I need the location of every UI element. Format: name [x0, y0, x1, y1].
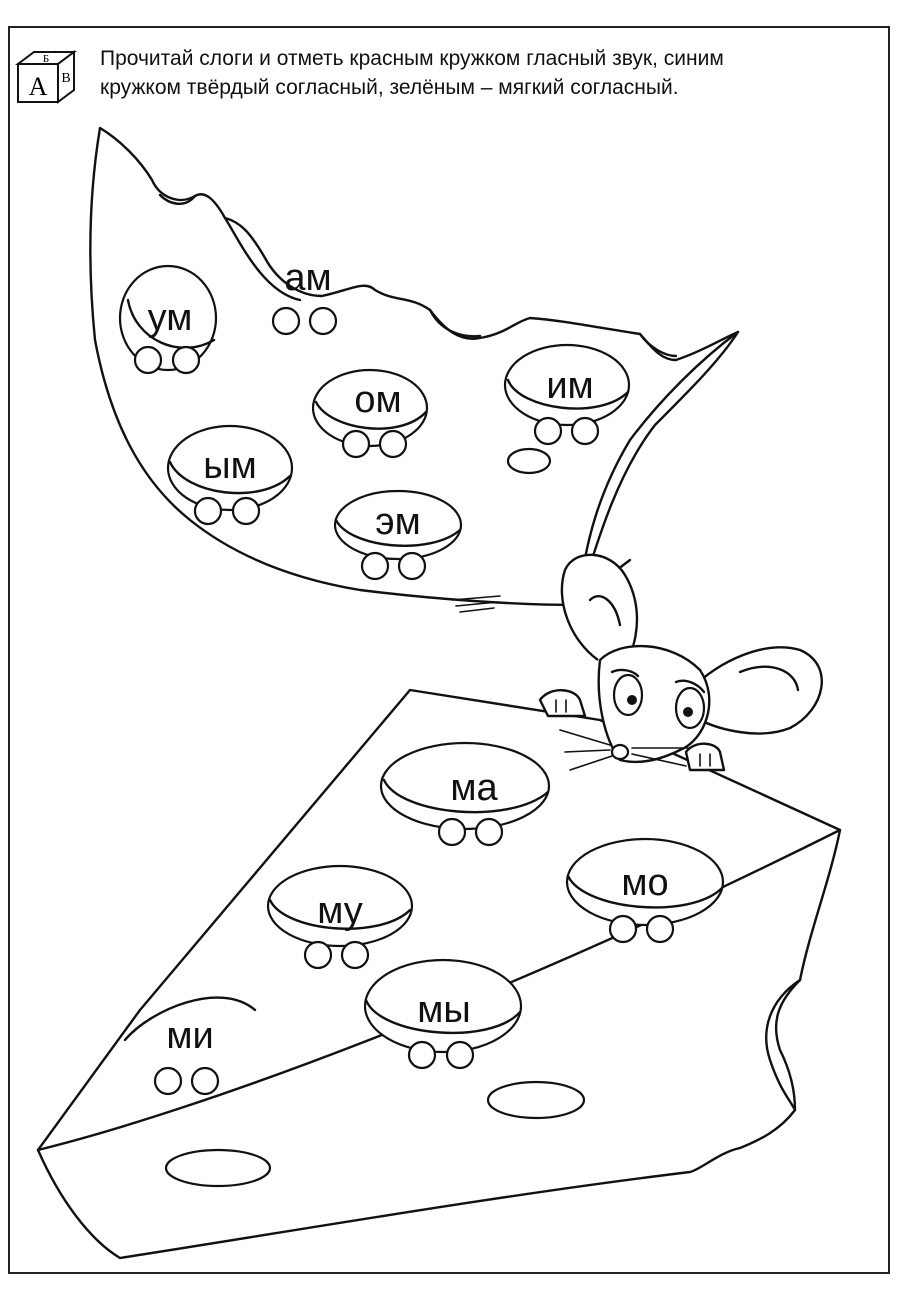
syllable-top-2: ам: [284, 257, 331, 299]
syllable-top-3: ом: [354, 379, 401, 421]
syllable-bottom-1: ма: [450, 767, 498, 809]
answer-circle[interactable]: [645, 914, 675, 944]
syllable-top-4: им: [546, 365, 593, 407]
answer-circle[interactable]: [341, 429, 371, 459]
syllable-bottom-4: мы: [417, 989, 470, 1031]
answer-circle[interactable]: [533, 416, 563, 446]
cheese-wedge-bottom: [36, 688, 842, 1260]
abc-block-side-letter: В: [61, 71, 70, 86]
answer-circle[interactable]: [190, 1066, 220, 1096]
syllable-top-6: эм: [375, 501, 421, 543]
abc-block-front-letter: А: [29, 72, 48, 101]
answer-circle[interactable]: [308, 306, 338, 336]
answer-circle[interactable]: [378, 429, 408, 459]
cheese-wedge-top: [89, 126, 740, 613]
syllable-top-5: ым: [203, 445, 256, 487]
answer-circle[interactable]: [474, 817, 504, 847]
answer-circles-top: [133, 306, 600, 581]
answer-circles-bottom: [153, 817, 675, 1096]
abc-block-top-letter: Б: [43, 53, 49, 65]
syllable-bottom-2: мо: [621, 862, 668, 904]
syllable-bottom-5: ми: [166, 1015, 213, 1057]
abc-block-icon: Б А В: [15, 50, 77, 104]
answer-circle[interactable]: [153, 1066, 183, 1096]
answer-circle[interactable]: [340, 940, 370, 970]
answer-circle[interactable]: [437, 817, 467, 847]
mouse-illustration: [538, 553, 823, 772]
page-frame: [8, 26, 890, 1274]
answer-circle[interactable]: [231, 496, 261, 526]
syllable-top-1: ум: [148, 297, 193, 339]
answer-circle[interactable]: [445, 1040, 475, 1070]
task-instruction: Прочитай слоги и отметь красным кружком …: [100, 44, 890, 102]
answer-circle[interactable]: [407, 1040, 437, 1070]
instruction-line-2: кружком твёрдый согласный, зелёным – мяг…: [100, 76, 679, 99]
syllable-bottom-3: му: [317, 890, 363, 932]
answer-circle[interactable]: [397, 551, 427, 581]
answer-circle[interactable]: [570, 416, 600, 446]
instruction-line-1: Прочитай слоги и отметь красным кружком …: [100, 47, 724, 70]
answer-circle[interactable]: [608, 914, 638, 944]
answer-circle[interactable]: [303, 940, 333, 970]
answer-circle[interactable]: [171, 345, 201, 375]
answer-circle[interactable]: [193, 496, 223, 526]
answer-circle[interactable]: [360, 551, 390, 581]
answer-circle[interactable]: [133, 345, 163, 375]
answer-circle[interactable]: [271, 306, 301, 336]
